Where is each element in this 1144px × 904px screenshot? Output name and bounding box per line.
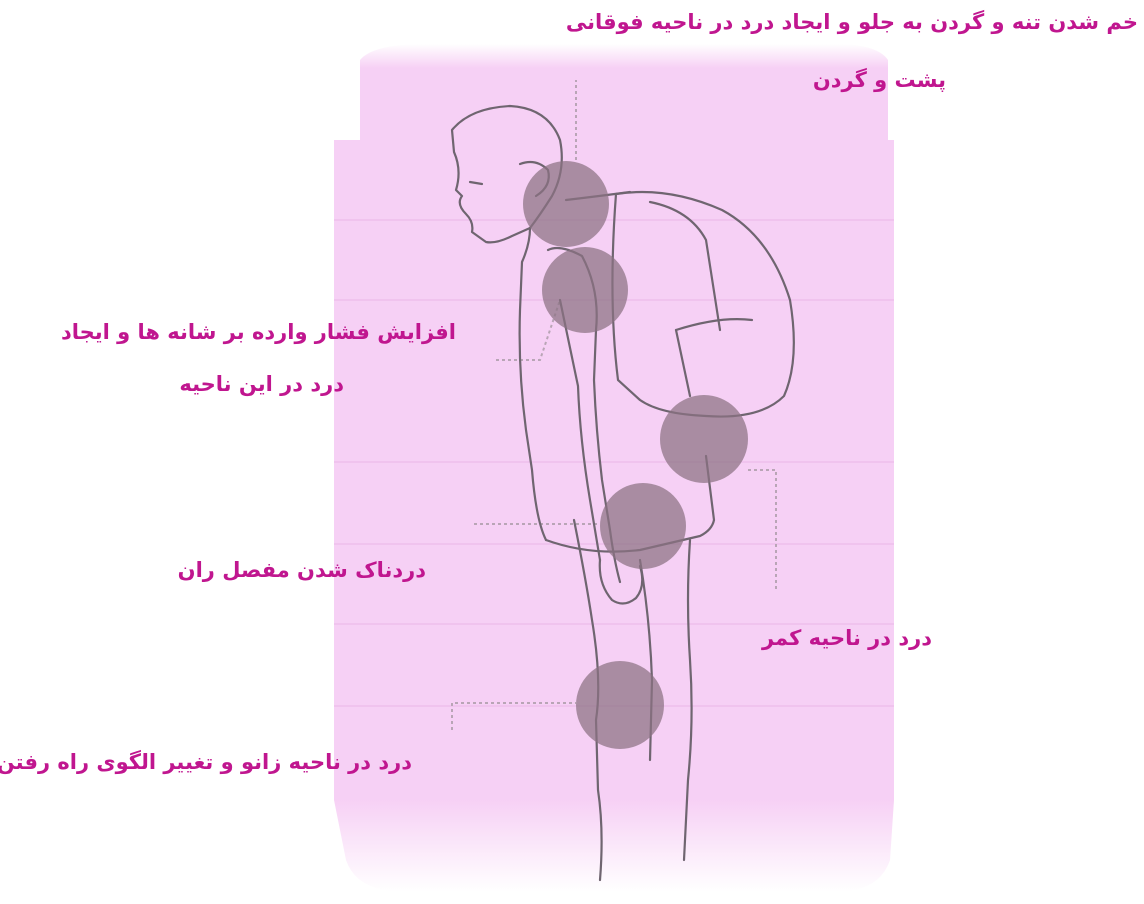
pain-circle-shoulder: [542, 247, 628, 333]
label-hip: دردناک شدن مفصل ران: [178, 560, 426, 581]
label-shoulder-line-2: درد در این ناحیه: [179, 374, 344, 395]
label-shoulder-line-1: افزایش فشار وارده بر شانه ها و ایجاد: [61, 322, 456, 343]
pink-overlay: [334, 44, 894, 892]
label-knee: درد در ناحیه زانو و تغییر الگوی راه رفتن: [0, 752, 412, 773]
label-neck-line-1: خم شدن تنه و گردن به جلو و ایجاد درد در …: [566, 12, 1138, 33]
label-neck-line-2: پشت و گردن: [813, 70, 946, 91]
pain-circle-neck: [523, 161, 609, 247]
label-lower-back: درد در ناحیه کمر: [762, 628, 932, 649]
pain-circle-knee: [576, 661, 664, 749]
pain-circle-hip: [600, 483, 686, 569]
pain-circle-lower-back: [660, 395, 748, 483]
